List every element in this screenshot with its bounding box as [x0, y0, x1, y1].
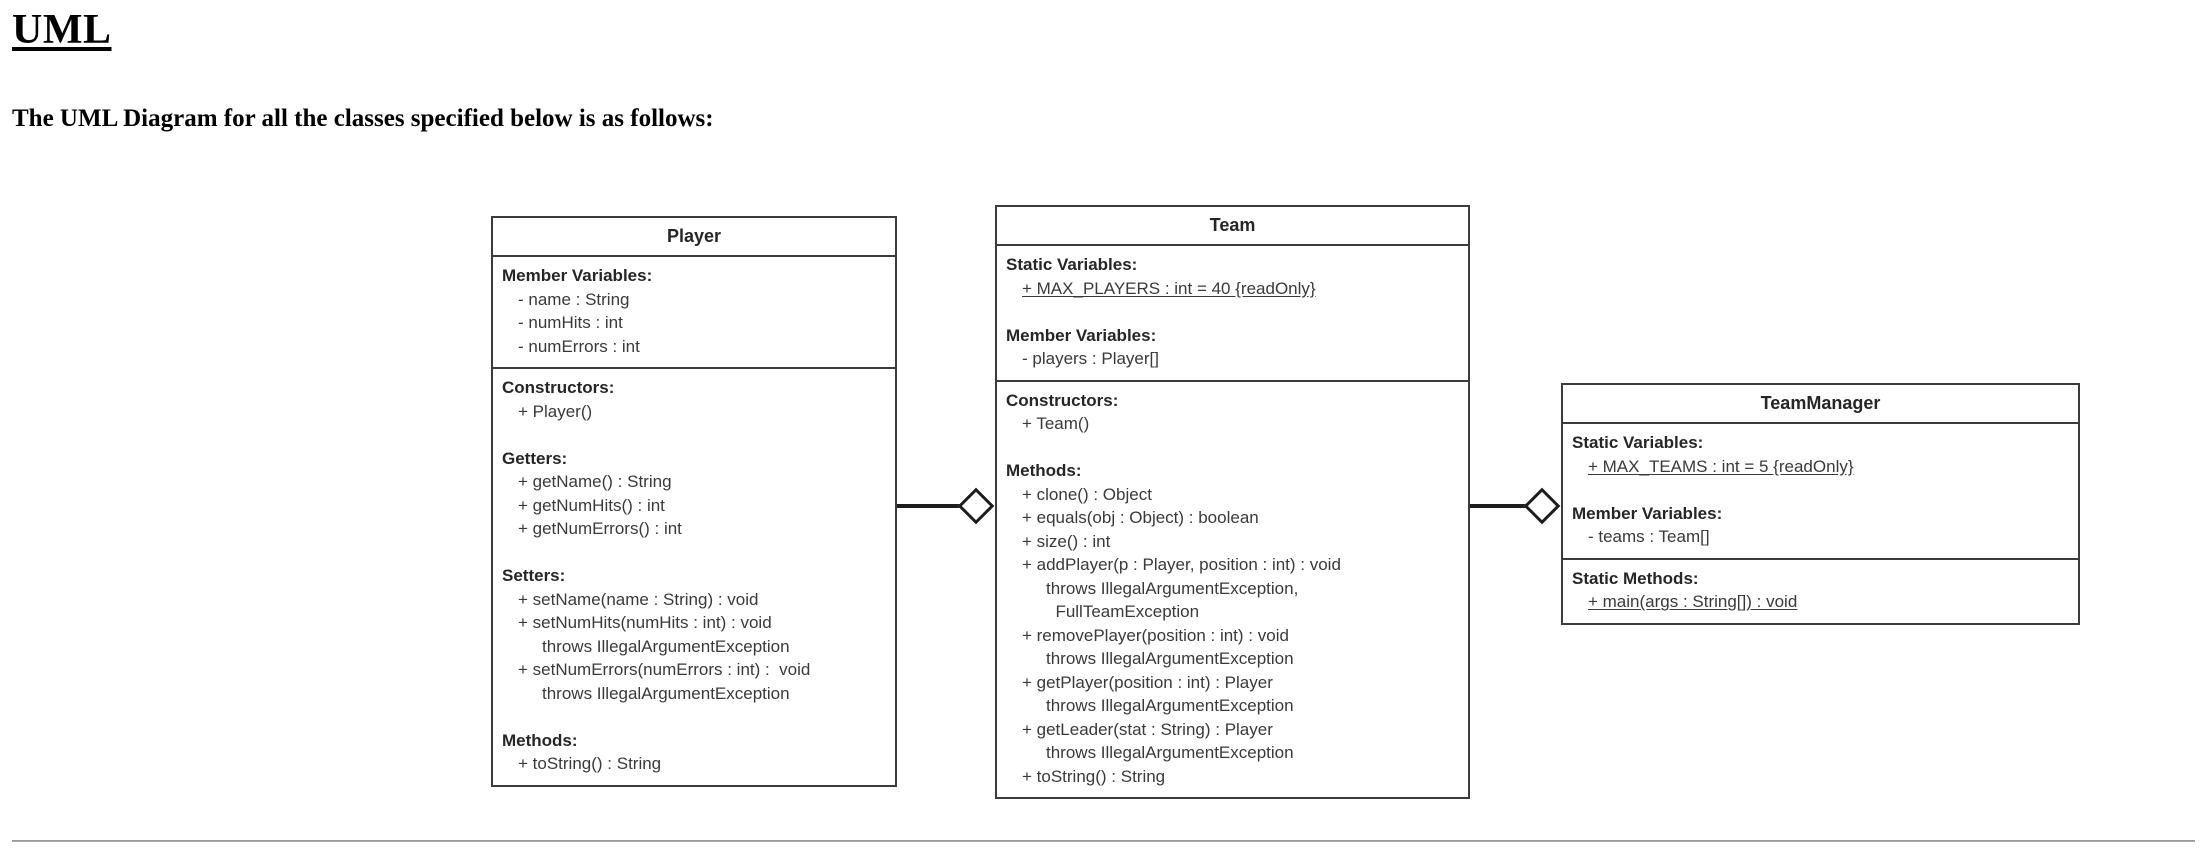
uml-feature-line: + toString() : String — [1022, 766, 1166, 786]
uml-group-heading: Member Variables: — [1572, 503, 1723, 523]
player-team-association-line — [897, 504, 975, 508]
uml-feature-line: throws IllegalArgumentException — [1046, 649, 1294, 668]
uml-feature-line: + Player() — [518, 401, 593, 421]
team-teammanager-aggregation-diamond-icon — [1523, 487, 1561, 525]
uml-feature-line: - teams : Team[] — [1588, 527, 1710, 546]
uml-feature-line: + setNumHits(numHits : int) : void — [518, 613, 772, 632]
uml-compartment-team-attributes: Static Variables: + MAX_PLAYERS : int = 4… — [997, 246, 1468, 382]
uml-feature-line: + removePlayer(position : int) : void — [1022, 625, 1289, 645]
uml-feature-line: + setNumErrors(numErrors : int) : void — [518, 660, 811, 679]
uml-block-spacer — [1006, 300, 1462, 324]
page-title: UML — [12, 7, 112, 53]
uml-feature-line: + getName() : String — [518, 472, 672, 491]
page-divider — [12, 840, 2195, 842]
uml-block-spacer — [1006, 436, 1462, 460]
uml-feature-line: + getLeader(stat : String) : Player — [1022, 719, 1273, 739]
uml-feature-line: - name : String — [518, 289, 630, 309]
uml-compartment-teammanager-attributes: Static Variables: + MAX_TEAMS : int = 5 {… — [1563, 424, 2078, 560]
uml-group-heading: Methods: — [502, 730, 578, 750]
uml-group-heading: Static Methods: — [1572, 568, 1699, 588]
uml-block-spacer — [1572, 478, 2072, 502]
uml-feature-line: throws IllegalArgumentException — [1046, 696, 1294, 715]
uml-feature-line: + clone() : Object — [1022, 484, 1152, 504]
uml-compartment-player-operations: Constructors: + Player() Getters: + getName… — [493, 369, 895, 785]
uml-group-heading: Constructors: — [502, 378, 615, 397]
uml-feature-line: throws IllegalArgumentException — [1046, 743, 1294, 762]
uml-class-name-team: Team — [997, 207, 1468, 246]
team-teammanager-association-line — [1470, 504, 1546, 508]
player-team-aggregation-diamond-icon — [957, 487, 995, 525]
uml-block-spacer — [502, 423, 889, 447]
uml-feature-line: + setName(name : String) : void — [518, 589, 759, 609]
uml-block-spacer — [502, 541, 889, 565]
uml-compartment-player-attributes: Member Variables: - name : String - numHit… — [493, 257, 895, 369]
uml-feature-line: + Team() — [1022, 414, 1090, 433]
uml-class-name-player: Player — [493, 218, 895, 257]
uml-feature-line: throws IllegalArgumentException, — [1046, 578, 1299, 598]
uml-feature-line: - numHits : int — [518, 313, 623, 332]
uml-feature-line: + toString() : String — [518, 754, 662, 773]
uml-group-heading: Static Variables: — [1006, 255, 1138, 274]
uml-feature-line: - numErrors : int — [518, 336, 640, 356]
uml-block-spacer — [502, 705, 889, 729]
uml-group-heading: Member Variables: — [1006, 325, 1157, 345]
uml-compartment-teammanager-operations: Static Methods: + main(args : String[]) :… — [1563, 560, 2078, 623]
uml-feature-line: - players : Player[] — [1022, 349, 1159, 368]
uml-group-heading: Getters: — [502, 448, 568, 468]
uml-feature-line: + getNumErrors() : int — [518, 519, 682, 538]
uml-group-heading: Methods: — [1006, 461, 1082, 480]
uml-feature-line: + getPlayer(position : int) : Player — [1022, 672, 1273, 692]
uml-feature-line: + MAX_PLAYERS : int = 40 {readOnly} — [1022, 278, 1316, 298]
uml-feature-line: + MAX_TEAMS : int = 5 {readOnly} — [1588, 456, 1854, 476]
uml-group-heading: Constructors: — [1006, 390, 1119, 410]
page-subtitle: The UML Diagram for all the classes spec… — [12, 105, 714, 132]
uml-group-heading: Static Variables: — [1572, 433, 1704, 452]
uml-feature-line: + main(args : String[]) : void — [1588, 592, 1798, 611]
uml-group-heading: Setters: — [502, 566, 566, 585]
uml-feature-line: + addPlayer(p : Player, position : int) … — [1022, 555, 1341, 574]
uml-feature-line: + getNumHits() : int — [518, 495, 665, 515]
uml-group-heading: Member Variables: — [502, 266, 653, 285]
uml-class-name-teammanager: TeamManager — [1563, 385, 2078, 424]
uml-feature-line: FullTeamException — [1046, 602, 1200, 621]
uml-compartment-team-operations: Constructors: + Team() Methods: + clone() :… — [997, 382, 1468, 798]
uml-feature-line: + size() : int — [1022, 531, 1111, 551]
uml-feature-line: throws IllegalArgumentException — [542, 683, 790, 703]
uml-feature-line: throws IllegalArgumentException — [542, 636, 790, 656]
uml-feature-line: + equals(obj : Object) : boolean — [1022, 508, 1259, 527]
